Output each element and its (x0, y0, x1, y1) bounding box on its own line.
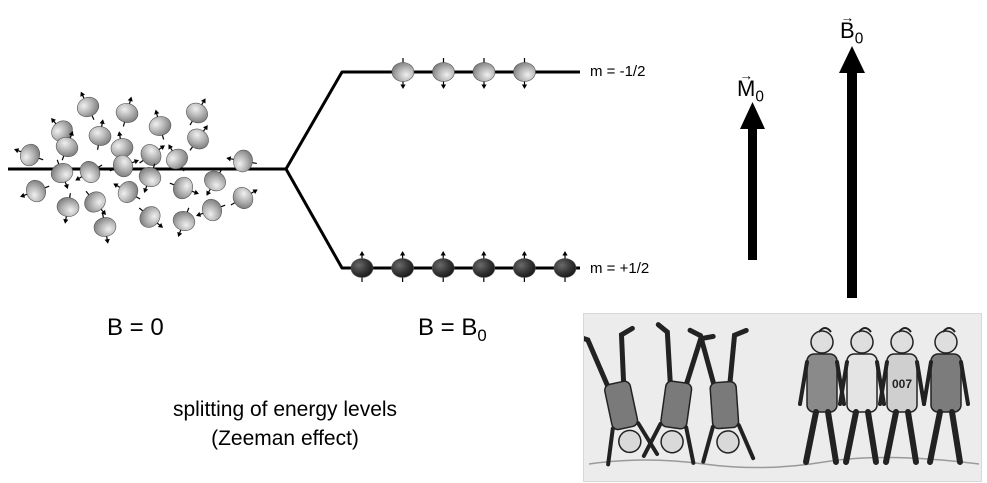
handstand-figure (687, 327, 756, 464)
random-spin (186, 98, 208, 126)
random-spin (113, 181, 141, 203)
upper-level-label: m = -1/2 (590, 63, 646, 80)
field-vector-label: B0 (840, 18, 863, 47)
magnetization-vector (740, 102, 765, 260)
upper-level-spin (432, 58, 455, 89)
random-spin (204, 168, 226, 196)
random-spin (75, 161, 103, 183)
random-spin (55, 131, 79, 161)
upper-level-line (284, 70, 580, 170)
random-spin (226, 149, 257, 173)
lower-level-spin (391, 251, 414, 282)
upper-level-spin (472, 58, 496, 89)
caption-line-1: splitting of energy levels (172, 398, 398, 421)
lower-level-line (284, 168, 580, 270)
lower-level-spin (513, 251, 536, 282)
zero-field-label: B = 0 (107, 314, 164, 341)
upper-level-spin (391, 58, 415, 89)
random-spin (84, 190, 106, 216)
upper-level-spins (391, 58, 536, 89)
random-spin (88, 119, 112, 150)
random-spin (20, 179, 50, 203)
random-spin (166, 144, 188, 172)
applied-field-label: B = B0 (418, 314, 487, 345)
walking-figure: 007 (878, 327, 926, 465)
upper-level-spin (513, 58, 536, 89)
random-spin-cloud (14, 91, 258, 244)
random-spin (115, 96, 139, 127)
random-spin (56, 193, 80, 224)
random-spin (14, 143, 44, 167)
lower-level-spins (350, 251, 577, 282)
random-spin (187, 125, 209, 151)
lower-level-spin (350, 251, 374, 282)
cartoon-panel: 007 (583, 313, 982, 482)
magnetization-vector-label: M0 (737, 76, 764, 105)
random-spin (172, 207, 196, 237)
random-spin (148, 109, 172, 140)
handstand-figure (641, 322, 716, 465)
random-spin (169, 176, 199, 200)
walking-figure (922, 327, 970, 465)
random-spin (50, 159, 74, 189)
random-spin (230, 187, 258, 209)
handstand-figure (584, 325, 660, 467)
random-spin (110, 131, 134, 162)
random-spin (196, 198, 226, 222)
caption-line-2: (Zeeman effect) (211, 427, 359, 450)
lower-level-spin (472, 251, 496, 282)
walking-figure (798, 327, 846, 465)
random-spin (109, 154, 139, 178)
shirt-number: 007 (892, 377, 912, 391)
random-spin (138, 206, 164, 228)
random-spin (139, 144, 165, 166)
field-vector (839, 46, 865, 298)
random-spin (93, 213, 117, 244)
random-spin (76, 91, 100, 120)
lower-level-spin (431, 251, 455, 282)
lower-level-spin (553, 251, 577, 282)
lower-level-label: m = +1/2 (590, 260, 650, 277)
random-spin (138, 163, 162, 193)
